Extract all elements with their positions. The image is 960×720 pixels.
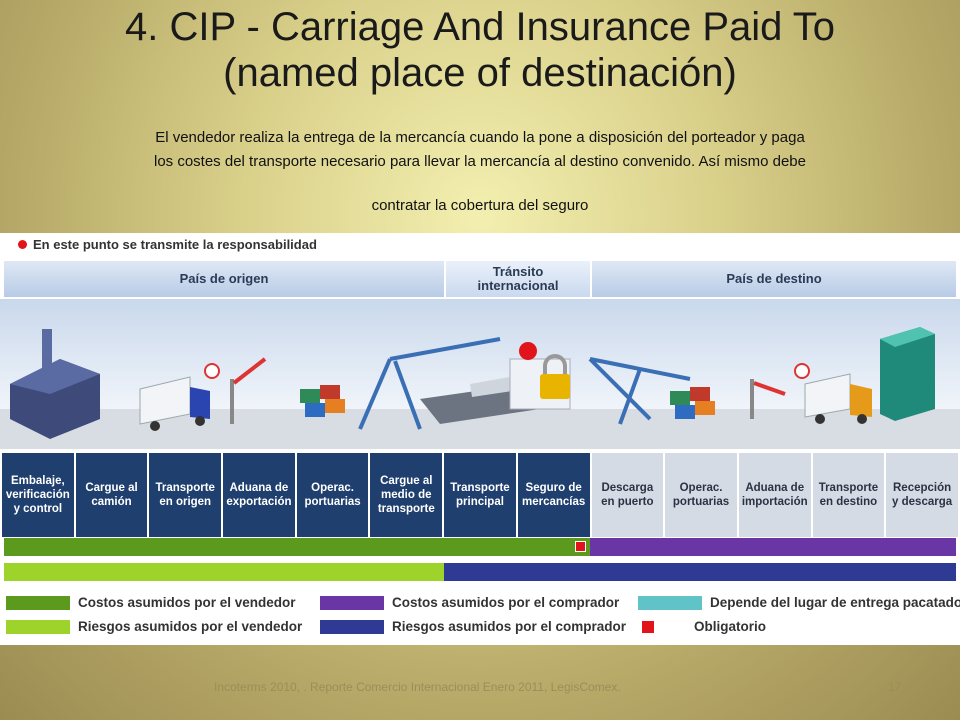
process-step: Cargue al medio de transporte — [370, 453, 443, 537]
responsibility-legend: En este punto se transmite la responsabi… — [18, 237, 317, 252]
legend-seller-risks: Riesgos asumidos por el vendedor — [6, 619, 302, 634]
seller-risks-bar — [4, 563, 444, 581]
footer-source: Incoterms 2010, . Reporte Comercio Inter… — [214, 680, 621, 694]
legend-depends-label: Depende del lugar de entrega pacatado — [710, 595, 960, 610]
swatch-seller-risks — [6, 619, 70, 634]
process-step: Descarga en puerto — [591, 453, 664, 537]
swatch-buyer-risks — [320, 619, 384, 634]
buyer-risks-bar — [444, 563, 956, 581]
body-line-2: los costes del transporte necesario para… — [153, 153, 806, 170]
customs-barrier-icon — [204, 357, 267, 424]
process-step: Operac. portuarias — [296, 453, 369, 537]
region-destination: País de destino — [592, 261, 956, 297]
buyer-costs-bar — [590, 538, 956, 556]
mandatory-marker — [575, 541, 586, 552]
process-step: Aduana de importación — [738, 453, 811, 537]
cost-risk-legend: Costos asumidos por el vendedor Riesgos … — [6, 593, 960, 641]
legend-depends: Depende del lugar de entrega pacatado — [638, 595, 960, 610]
destination-containers-icon — [670, 387, 715, 419]
process-step: Transporte principal — [444, 453, 516, 537]
process-step: Seguro de mercancías — [517, 453, 590, 537]
process-step: Embalaje, verificación y control — [2, 453, 74, 537]
seller-costs-bar — [4, 538, 590, 556]
region-transit-label: Tránsito internacional — [477, 264, 559, 293]
body-line-3: contratar la cobertura del seguro — [371, 197, 589, 214]
destination-customs-icon — [750, 363, 810, 419]
swatch-seller-costs — [6, 595, 70, 610]
region-origin: País de origen — [4, 261, 444, 297]
warehouse-building-icon — [880, 327, 935, 421]
destination-truck-icon — [804, 373, 872, 424]
legend-mandatory-label: Obligatorio — [694, 619, 766, 634]
process-step: Cargue al camión — [75, 453, 148, 537]
title-line-1: 4. CIP - Carriage And Insurance Paid To — [124, 5, 836, 49]
legend-buyer-risks: Riesgos asumidos por el comprador — [320, 619, 626, 634]
legend-buyer-costs-label: Costos asumidos por el comprador — [392, 595, 620, 610]
process-step: Transporte en destino — [812, 453, 885, 537]
insurance-lock-icon — [509, 342, 571, 410]
swatch-buyer-costs — [320, 595, 384, 610]
title-line-2: (named place of destinación) — [223, 51, 737, 95]
responsibility-legend-label: En este punto se transmite la responsabi… — [33, 237, 317, 252]
page-number: 17 — [888, 680, 902, 694]
logistics-scene-illustration — [0, 299, 960, 449]
slide-body-text: El vendedor realiza la entrega de la mer… — [30, 126, 930, 218]
port-crane-destination-icon — [588, 357, 691, 425]
slide-title: 4. CIP - Carriage And Insurance Paid To … — [0, 4, 960, 96]
process-step: Recepción y descarga — [886, 453, 958, 537]
incoterm-diagram: En este punto se transmite la responsabi… — [0, 233, 960, 645]
legend-seller-costs: Costos asumidos por el vendedor — [6, 595, 296, 610]
process-step: Aduana de exportación — [223, 453, 295, 537]
swatch-mandatory — [642, 620, 654, 633]
red-dot-icon — [18, 240, 27, 249]
legend-buyer-risks-label: Riesgos asumidos por el comprador — [392, 619, 627, 634]
port-crane-icon — [358, 337, 501, 430]
truck-icon — [139, 376, 210, 431]
legend-buyer-costs: Costos asumidos por el comprador — [320, 595, 619, 610]
swatch-depends — [638, 595, 702, 610]
body-line-1: El vendedor realiza la entrega de la mer… — [155, 129, 805, 146]
factory-icon — [10, 329, 100, 439]
legend-seller-costs-label: Costos asumidos por el vendedor — [78, 595, 296, 610]
process-step: Operac. portuarias — [665, 453, 737, 537]
legend-seller-risks-label: Riesgos asumidos por el vendedor — [78, 619, 303, 634]
process-step: Transporte en origen — [149, 453, 222, 537]
region-transit: Tránsito internacional — [446, 261, 590, 297]
containers-icon — [300, 385, 345, 417]
legend-mandatory: Obligatorio — [638, 619, 766, 634]
